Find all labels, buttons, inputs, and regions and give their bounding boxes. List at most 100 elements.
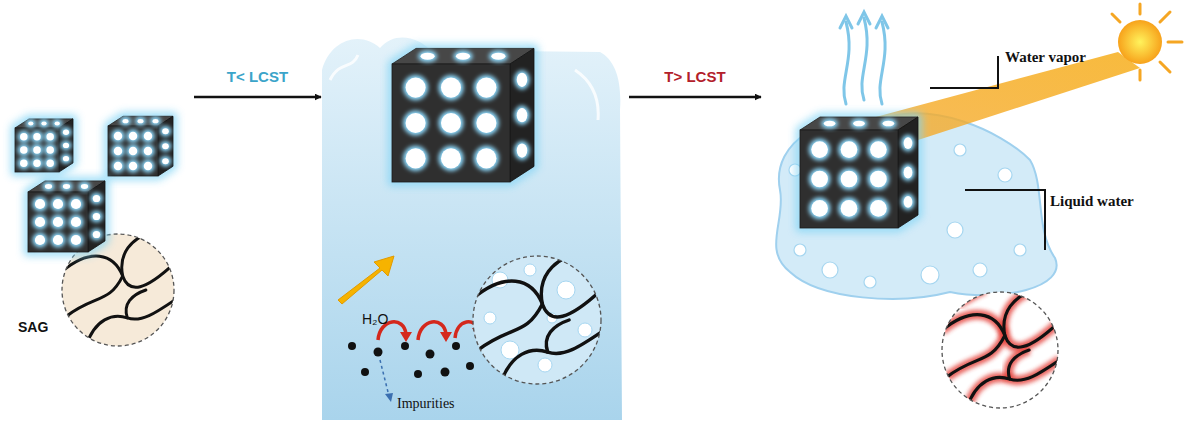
pore-glow — [126, 144, 140, 158]
pore-glow — [474, 110, 499, 135]
rejection-arrows — [378, 322, 478, 340]
pore-glow — [126, 159, 140, 173]
pore-glow — [60, 154, 71, 164]
pore-glow — [851, 118, 868, 129]
sun-ray — [1160, 12, 1170, 22]
heat-glow — [1008, 350, 1029, 379]
pore-glow — [32, 232, 47, 247]
pore — [33, 146, 40, 153]
arrow-head — [440, 332, 452, 342]
pore — [406, 78, 426, 98]
pore — [811, 171, 828, 188]
polymer-chain — [478, 304, 542, 350]
pore-glow — [514, 106, 530, 125]
pore — [870, 141, 887, 158]
swelling-stage: H₂OImpurities — [325, 40, 625, 425]
pore — [20, 133, 27, 140]
cube-front — [15, 128, 59, 172]
pore — [456, 53, 470, 60]
impurity-dots — [348, 342, 474, 378]
pore-glow — [90, 192, 102, 204]
droplet — [973, 263, 987, 277]
pore-glow — [838, 198, 860, 220]
pore-glow — [150, 116, 161, 125]
pore — [904, 137, 913, 149]
vapor-head — [840, 16, 852, 28]
pore — [45, 184, 52, 189]
leader-line — [965, 190, 1045, 250]
sun-ray — [1168, 41, 1182, 44]
gel-cube — [800, 117, 918, 228]
water-body — [322, 37, 622, 420]
polymer-chain — [126, 290, 146, 318]
pore-glow — [68, 214, 83, 229]
dry-gel-stage: SAG — [5, 105, 190, 405]
pore-glow — [141, 129, 155, 143]
pore-glow — [438, 75, 463, 100]
pore — [904, 196, 913, 208]
pore-glow — [18, 157, 30, 169]
material-label: SAG — [18, 319, 48, 335]
pore — [63, 130, 69, 135]
pore — [476, 78, 496, 98]
pore-glow — [160, 156, 172, 167]
pore-glow — [474, 75, 499, 100]
pore-glow — [111, 144, 125, 158]
pore-glow — [126, 129, 140, 143]
pore — [144, 147, 153, 156]
impurity-dot — [452, 342, 460, 350]
cube-glow — [108, 116, 173, 176]
pore — [41, 121, 46, 125]
sun-ray — [1139, 70, 1142, 80]
bubble — [538, 358, 552, 372]
transition-arrow — [194, 96, 321, 99]
pore-glow — [52, 119, 62, 128]
zoom-outline — [473, 256, 601, 384]
bubble — [578, 323, 592, 337]
pore — [35, 217, 45, 227]
zoom-outline — [942, 292, 1058, 408]
pore — [81, 184, 88, 189]
pore — [35, 235, 45, 245]
water-bubbles — [484, 264, 592, 372]
pore — [63, 143, 69, 148]
polymer-network — [942, 290, 1060, 410]
sun-ray — [1160, 62, 1170, 72]
cube-front — [28, 192, 88, 252]
pore-glow — [403, 75, 428, 100]
pore-glow — [809, 198, 831, 220]
pore — [33, 133, 40, 140]
pore — [55, 121, 60, 125]
pore — [114, 162, 123, 171]
pore-glow — [18, 144, 30, 156]
pore-glow — [44, 131, 56, 143]
pore — [853, 121, 865, 127]
rejection-arrow — [418, 322, 446, 340]
polymer-chain — [942, 290, 986, 304]
pore — [441, 78, 461, 98]
pore-glow — [31, 131, 43, 143]
pore — [870, 200, 887, 217]
pore — [63, 184, 70, 189]
pore — [93, 213, 100, 220]
impurity-dot — [426, 350, 435, 359]
polymer-chains — [473, 254, 604, 387]
pore — [35, 199, 45, 209]
pore-glow — [901, 135, 915, 152]
pore — [20, 146, 27, 153]
cube-side — [59, 119, 73, 172]
cube-glow — [800, 117, 918, 228]
pore-glow — [868, 198, 890, 220]
cube-top — [392, 48, 534, 64]
pore-glow — [514, 70, 530, 89]
pore-glow — [809, 139, 831, 161]
polymer-chain — [947, 335, 1005, 377]
pore-glow — [90, 228, 102, 240]
pore-glow — [39, 119, 49, 128]
pore — [138, 119, 144, 123]
pore-glow — [32, 196, 47, 211]
pore — [421, 53, 435, 60]
cube-side — [88, 181, 105, 252]
droplet — [822, 262, 838, 278]
